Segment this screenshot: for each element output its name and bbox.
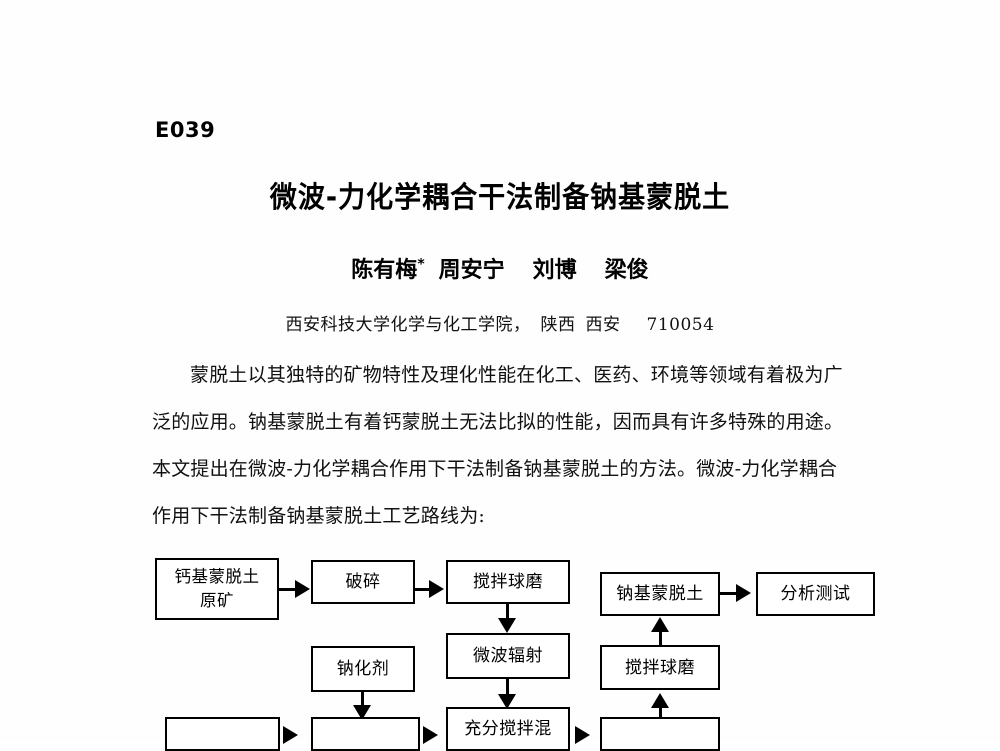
affiliation-institution: 西安科技大学化学与化工学院， — [285, 315, 531, 335]
arrow-ballmill-right-to-product-icon — [651, 617, 669, 632]
arrow-product-to-analysis-icon — [736, 584, 751, 602]
flow-node-raw-ore-line2: 原矿 — [200, 591, 234, 610]
flow-node-stirring-ball-mill-top: 搅拌球磨 — [446, 560, 570, 604]
connector-microwave-to-mix — [506, 679, 509, 697]
page-title: 微波-力化学耦合干法制备钠基蒙脱土 — [269, 181, 731, 215]
arrow-bottom-right-up-icon — [651, 693, 669, 708]
flow-node-full-stirring-mix: 充分搅拌混 — [446, 707, 570, 751]
arrow-ballmill-to-microwave-icon — [498, 618, 516, 633]
abstract-line: 泛的应用。钠基蒙脱土有着钙蒙脱土无法比拟的性能，因而具有许多特殊的用途。 — [152, 411, 844, 433]
arrow-mix-to-bottom-right-icon — [575, 726, 590, 744]
arrow-crushing-to-ballmill-icon — [429, 580, 444, 598]
connector-crushing-to-ballmill — [415, 588, 431, 591]
connector-product-to-analysis — [720, 592, 738, 595]
flow-node-sodium-agent: 钠化剂 — [311, 646, 415, 692]
abstract-line: 作用下干法制备钠基蒙脱土工艺路线为: — [152, 505, 486, 527]
abstract-line: 蒙脱土以其独特的矿物特性及理化性能在化工、医药、环境等领域有着极为广 — [190, 364, 843, 386]
author-name-1: 陈有梅 — [351, 258, 418, 283]
flow-node-raw-ore: 钙基蒙脱土 原矿 — [155, 558, 279, 620]
flow-node-stirring-ball-mill-right: 搅拌球磨 — [600, 645, 720, 690]
author-name-4: 梁俊 — [604, 258, 649, 283]
arrow-bottom-left-to-mid-icon — [283, 726, 298, 744]
flow-node-analysis-test: 分析测试 — [756, 572, 875, 616]
connector-bottom-right-up — [659, 705, 662, 719]
affiliation: 西安科技大学化学与化工学院， 陕西西安 710054 — [0, 310, 1000, 335]
abstract-body: 蒙脱土以其独特的矿物特性及理化性能在化工、医药、环境等领域有着极为广 泛的应用。… — [152, 352, 868, 540]
author-name-2: 周安宁 — [438, 258, 505, 283]
affiliation-city: 西安 — [585, 315, 621, 335]
connector-sodium-agent-down — [361, 692, 364, 708]
flow-node-sodium-montmorillonite: 钠基蒙脱土 — [600, 572, 720, 616]
connector-ore-to-crushing — [279, 588, 297, 591]
arrow-microwave-to-mix-icon — [498, 694, 516, 709]
connector-ballmill-to-microwave — [506, 604, 509, 620]
flow-node-crushing: 破碎 — [311, 560, 415, 604]
arrow-sodium-agent-down-icon — [353, 705, 371, 720]
affiliation-province: 陕西 — [540, 315, 576, 335]
author-name-3: 刘博 — [532, 258, 577, 283]
author-list: 陈有梅* 周安宁 刘博 梁俊 — [0, 252, 1000, 284]
corresponding-author-mark: * — [417, 256, 425, 273]
paper-code: E039 — [155, 118, 216, 142]
arrow-bottom-mid-to-mix-icon — [423, 726, 438, 744]
arrow-ore-to-crushing-icon — [295, 580, 310, 598]
affiliation-postal-code: 710054 — [646, 315, 715, 335]
flow-node-raw-ore-line1: 钙基蒙脱土 — [174, 567, 260, 586]
flow-node-bottom-mid — [311, 717, 420, 751]
flow-node-bottom-right — [600, 717, 720, 751]
flow-node-bottom-left — [165, 717, 280, 751]
abstract-line: 本文提出在微波-力化学耦合作用下干法制备钠基蒙脱土的方法。微波-力化学耦合 — [152, 458, 838, 480]
flow-node-microwave-irradiation: 微波辐射 — [446, 633, 570, 679]
connector-ballmill-right-to-product — [659, 630, 662, 645]
